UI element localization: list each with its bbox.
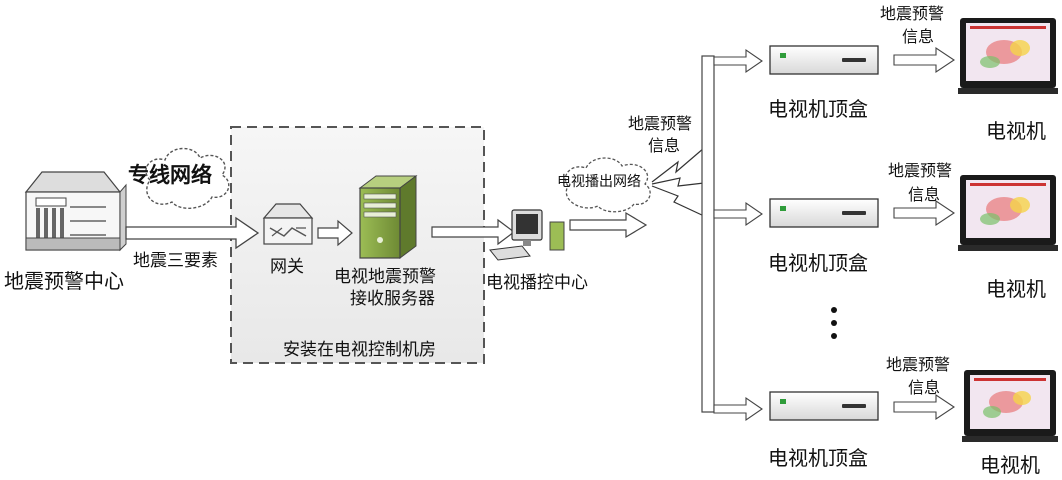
tv-icon (958, 18, 1058, 94)
receiver-server-label-line2: 接收服务器 (350, 289, 435, 309)
mid-info-label-line2: 信息 (648, 136, 680, 155)
info-label-3-line1: 地震预警 (886, 355, 950, 374)
set-top-box-icon (769, 45, 879, 75)
tv-label-3: 电视机 (980, 453, 1040, 477)
receiver-server-label-line1: 电视地震预警 (334, 267, 436, 287)
broadcast-network-cloud-icon (564, 157, 651, 213)
machine-room-label: 安装在电视控制机房 (283, 340, 436, 360)
machine-room-box (230, 126, 485, 364)
server-icon (358, 175, 418, 259)
broadcast-network-label: 电视播出网络 (557, 174, 641, 190)
set-top-box-icon (769, 198, 879, 228)
arrow-center-to-gateway (125, 216, 260, 250)
info-arrow-3 (893, 393, 955, 421)
set-top-box-icon (769, 391, 879, 421)
broadcast-center-label: 电视播控中心 (486, 273, 588, 293)
info-label-1-line1: 地震预警 (880, 4, 944, 23)
info-arrow-1 (893, 46, 955, 74)
dedicated-network-cloud-icon (145, 147, 230, 209)
signal-bolts (651, 147, 705, 217)
arrow-gateway-to-server (317, 219, 353, 247)
stb-label-2: 电视机顶盒 (768, 251, 868, 275)
distribution-bus (701, 55, 715, 413)
gateway-label: 网关 (270, 257, 304, 277)
tv-icon (958, 175, 1058, 251)
info-label-3-line2: 信息 (908, 378, 940, 397)
arrow-broadcast-to-network (569, 211, 648, 239)
tv-label-1: 电视机 (986, 119, 1046, 143)
info-arrow-2 (893, 199, 955, 227)
bus-arrows (713, 48, 763, 422)
info-label-2-line2: 信息 (908, 185, 940, 204)
eew-center-label: 地震预警中心 (4, 269, 124, 293)
ellipsis-dots (831, 307, 837, 339)
arrow-server-to-broadcast (431, 218, 515, 246)
info-label-1-line2: 信息 (902, 27, 934, 46)
tv-icon (962, 370, 1058, 442)
info-label-2-line1: 地震预警 (888, 161, 952, 180)
workstation-icon (489, 209, 565, 261)
building-icon (24, 171, 127, 252)
three-elements-label: 地震三要素 (133, 251, 218, 271)
tv-label-2: 电视机 (986, 277, 1046, 301)
gateway-icon (262, 203, 314, 245)
dedicated-network-label: 专线网络 (128, 163, 212, 187)
stb-label-1: 电视机顶盒 (768, 97, 868, 121)
stb-label-3: 电视机顶盒 (768, 446, 868, 470)
mid-info-label-line1: 地震预警 (628, 114, 692, 133)
